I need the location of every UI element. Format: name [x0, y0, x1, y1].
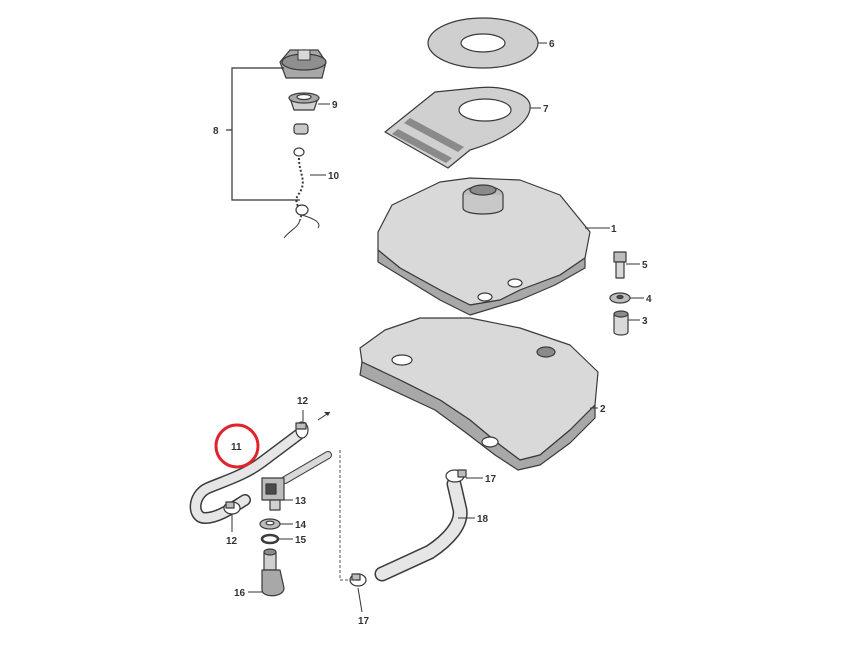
- callout-5: 5: [642, 260, 648, 271]
- callout-2: 2: [600, 404, 606, 415]
- callout-12-top: 12: [297, 396, 309, 407]
- callout-3: 3: [642, 316, 648, 327]
- callout-labels: 1 2 3 4 5 6 7 8 9 10 11 12 12 13 14 15 1…: [213, 39, 652, 627]
- part-3-collar: [613, 310, 629, 336]
- callout-13: 13: [295, 496, 307, 507]
- part-5-bolt: [613, 251, 627, 279]
- part-2-lower-tank: [359, 317, 599, 471]
- callout-16: 16: [234, 588, 246, 599]
- callout-6: 6: [549, 39, 555, 50]
- callout-8: 8: [213, 126, 219, 137]
- group-bracket: [231, 67, 300, 201]
- part-1-upper-tank: [377, 177, 591, 316]
- part-12-clamp-top: [295, 421, 309, 439]
- part-8-cap-assembly: [279, 49, 327, 239]
- callout-14: 14: [295, 520, 307, 531]
- part-14-washer: [259, 518, 281, 530]
- part-18-hose: [374, 476, 468, 582]
- callout-4: 4: [646, 294, 652, 305]
- callout-7: 7: [543, 104, 549, 115]
- part-15-o-ring: [260, 533, 280, 545]
- callout-11: 11: [231, 442, 242, 453]
- part-11-hose: [189, 429, 304, 525]
- part-6-gasket: [427, 17, 539, 69]
- callout-17-top: 17: [485, 474, 497, 485]
- callout-10: 10: [328, 171, 340, 182]
- highlight-circle: [214, 423, 260, 469]
- part-7-pad: [384, 86, 531, 169]
- callout-17-bottom: 17: [358, 616, 370, 627]
- part-12-clamp-bottom: [223, 501, 241, 515]
- callout-15: 15: [295, 535, 307, 546]
- callout-9: 9: [332, 100, 338, 111]
- part-17-clamp-top: [445, 469, 467, 483]
- callout-12-bottom: 12: [226, 536, 238, 547]
- part-13-fuel-tap: [261, 451, 332, 511]
- callout-1: 1: [611, 224, 617, 235]
- part-16-fitting: [261, 548, 285, 597]
- part-4-washer: [609, 292, 631, 304]
- callout-18: 18: [477, 514, 489, 525]
- leader-lines: [231, 42, 644, 613]
